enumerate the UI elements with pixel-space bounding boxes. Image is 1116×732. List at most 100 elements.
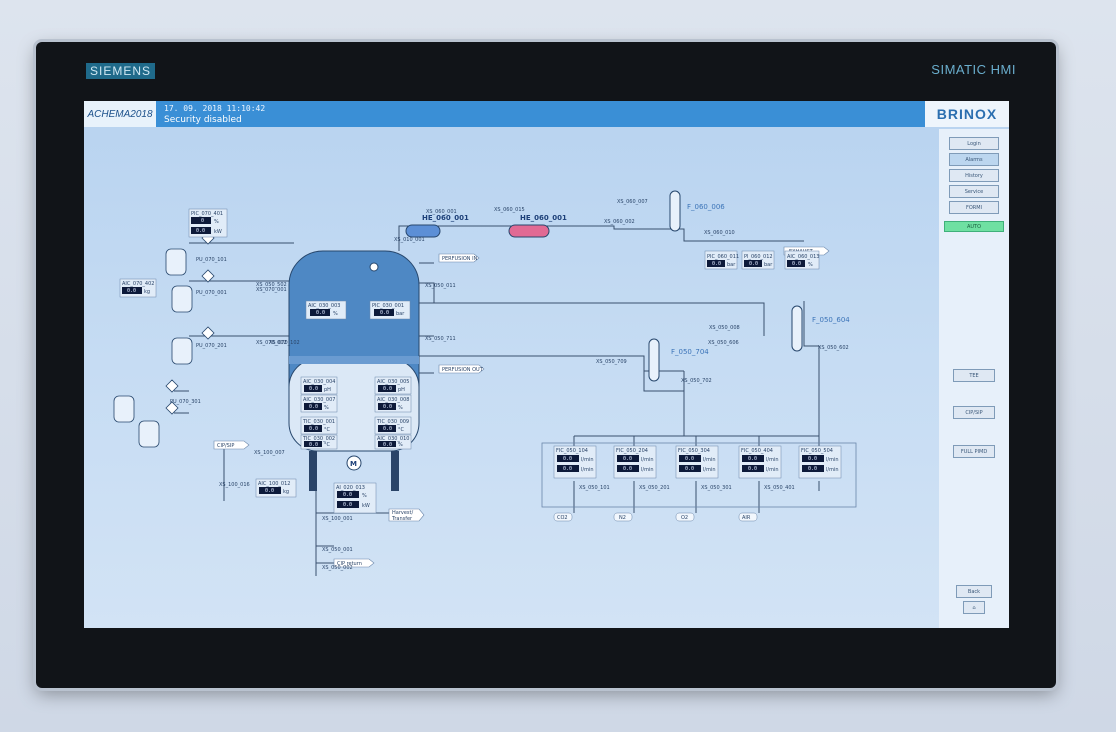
svg-text:AIC_030_003: AIC_030_003	[308, 303, 340, 309]
svg-text:XS_100_001: XS_100_001	[322, 516, 353, 522]
alarms-button[interactable]: Alarms	[949, 153, 999, 166]
datetime-display: 17. 09. 2018 11:10:42	[164, 104, 266, 113]
svg-text:bar: bar	[396, 311, 405, 317]
svg-text:PIC_070_401: PIC_070_401	[191, 211, 223, 217]
svg-text:XS_050_711: XS_050_711	[425, 336, 456, 342]
svg-text:%: %	[324, 405, 329, 411]
svg-text:XS_060_002: XS_060_002	[604, 219, 635, 225]
svg-text:XS_050_008: XS_050_008	[709, 325, 740, 331]
svg-text:0.0: 0.0	[380, 310, 389, 316]
login-button[interactable]: Login	[949, 137, 999, 150]
perfusion-in-arrow	[438, 253, 480, 263]
svg-text:XS_050_101: XS_050_101	[579, 485, 610, 491]
left-readings: PIC_070_401 0 % 0.0 kW AIC_070_402 0.0 k…	[119, 208, 228, 298]
filter-f050604	[791, 305, 803, 352]
svg-text:l/min: l/min	[826, 457, 839, 463]
svg-text:FIC_050_504: FIC_050_504	[801, 448, 833, 454]
svg-text:0.0: 0.0	[383, 386, 392, 392]
svg-text:AIC_070_402: AIC_070_402	[122, 281, 154, 287]
svg-text:PU_070_201: PU_070_201	[196, 343, 227, 349]
svg-text:0.0: 0.0	[808, 456, 817, 462]
svg-text:%: %	[398, 405, 403, 411]
svg-text:AIC_030_004: AIC_030_004	[303, 379, 335, 385]
svg-text:l/min: l/min	[641, 467, 654, 473]
drum-1	[165, 248, 187, 276]
formi-button[interactable]: FORMI	[949, 201, 999, 214]
svg-text:pH: pH	[324, 387, 331, 393]
simatic-hmi-label: SIMATIC HMI	[931, 62, 1016, 77]
svg-text:0.0: 0.0	[309, 386, 318, 392]
bioreactor-tank: M	[288, 250, 420, 491]
svg-text:PU_070_001: PU_070_001	[196, 290, 227, 296]
svg-text:XS_070_002: XS_070_002	[256, 340, 287, 346]
filter-label-3: F_050_704	[671, 348, 709, 356]
svg-text:0.0: 0.0	[196, 228, 205, 234]
svg-text:%: %	[808, 262, 813, 268]
cip-return-label: CIP return	[337, 561, 362, 567]
svg-text:kW: kW	[214, 229, 222, 235]
svg-text:l/min: l/min	[766, 467, 779, 473]
svg-text:XS_070_102: XS_070_102	[269, 340, 300, 346]
tee-button[interactable]: TEE	[953, 369, 995, 382]
history-button[interactable]: History	[949, 169, 999, 182]
svg-text:AIC_060_013: AIC_060_013	[787, 254, 819, 260]
svg-text:l/min: l/min	[581, 467, 594, 473]
svg-text:XS_060_015: XS_060_015	[494, 207, 525, 213]
svg-text:0.0: 0.0	[127, 288, 136, 294]
gas-n2: N2	[619, 515, 626, 521]
svg-text:XS_050_709: XS_050_709	[596, 359, 627, 365]
service-button[interactable]: Service	[949, 185, 999, 198]
svg-text:bar: bar	[764, 262, 773, 268]
svg-text:XS_050_001: XS_050_001	[322, 547, 353, 553]
transfer-label: Transfer	[391, 516, 413, 522]
svg-text:0.0: 0.0	[383, 426, 392, 432]
svg-text:TIC_030_001: TIC_030_001	[302, 419, 335, 425]
svg-text:AI_020_013: AI_020_013	[336, 485, 365, 491]
full-pimd-button[interactable]: FULL PIMD	[953, 445, 995, 458]
svg-text:AIC_030_007: AIC_030_007	[303, 397, 335, 403]
svg-text:0.0: 0.0	[383, 404, 392, 410]
svg-text:XS_060_001: XS_060_001	[426, 209, 457, 215]
lower-readings: AIC_100_012 0.0 kg AI_020_013 0.0 % 0.0 …	[255, 478, 377, 514]
svg-text:kg: kg	[283, 489, 289, 495]
svg-text:0.0: 0.0	[309, 442, 318, 448]
svg-text:l/min: l/min	[766, 457, 779, 463]
back-button[interactable]: Back	[956, 585, 992, 598]
svg-text:°C: °C	[324, 442, 331, 448]
svg-text:XS_050_602: XS_050_602	[818, 345, 849, 351]
svg-text:FIC_050_104: FIC_050_104	[556, 448, 588, 454]
sidebar: Login Alarms History Service FORMI AUTO …	[939, 129, 1009, 628]
home-icon[interactable]: ⌂	[963, 601, 985, 614]
svg-text:HE_060_001: HE_060_001	[520, 214, 567, 222]
filter-label-2: F_050_604	[812, 316, 850, 324]
svg-text:0.0: 0.0	[623, 456, 632, 462]
svg-text:0.0: 0.0	[748, 466, 757, 472]
svg-text:XS_070_001: XS_070_001	[256, 287, 287, 293]
svg-text:FIC_050_204: FIC_050_204	[616, 448, 648, 454]
svg-text:0.0: 0.0	[808, 466, 817, 472]
cip-return-arrow	[333, 558, 375, 568]
svg-text:XS_060_010: XS_060_010	[704, 230, 735, 236]
auto-mode-indicator: AUTO	[944, 221, 1004, 232]
svg-text:kW: kW	[362, 503, 370, 509]
tank-readings: AIC_030_003 0.0 % PIC_030_001 0.0 bar AI…	[300, 300, 412, 450]
brinox-logo: BRINOX	[925, 101, 1009, 127]
svg-text:PIC_030_001: PIC_030_001	[372, 303, 404, 309]
svg-text:XS_050_301: XS_050_301	[701, 485, 732, 491]
svg-text:0.0: 0.0	[343, 502, 352, 508]
gas-co2: CO2	[557, 515, 568, 521]
motor-label: M	[350, 460, 357, 468]
svg-text:l/min: l/min	[581, 457, 594, 463]
svg-text:0.0: 0.0	[685, 466, 694, 472]
svg-text:TIC_030_009: TIC_030_009	[376, 419, 409, 425]
svg-text:°C: °C	[324, 427, 331, 433]
svg-text:%: %	[398, 442, 403, 448]
svg-text:XS_050_702: XS_050_702	[681, 378, 712, 384]
svg-text:XS_050_401: XS_050_401	[764, 485, 795, 491]
heat-exchanger-1: HE_060_001	[405, 214, 469, 238]
cip-sip-button[interactable]: CIP/SIP	[953, 406, 995, 419]
gas-air: AIR	[742, 515, 751, 521]
svg-text:0.0: 0.0	[316, 310, 325, 316]
perfusion-out-arrow	[438, 364, 485, 374]
perfusion-out-label: PERFUSION OUT	[442, 367, 484, 373]
